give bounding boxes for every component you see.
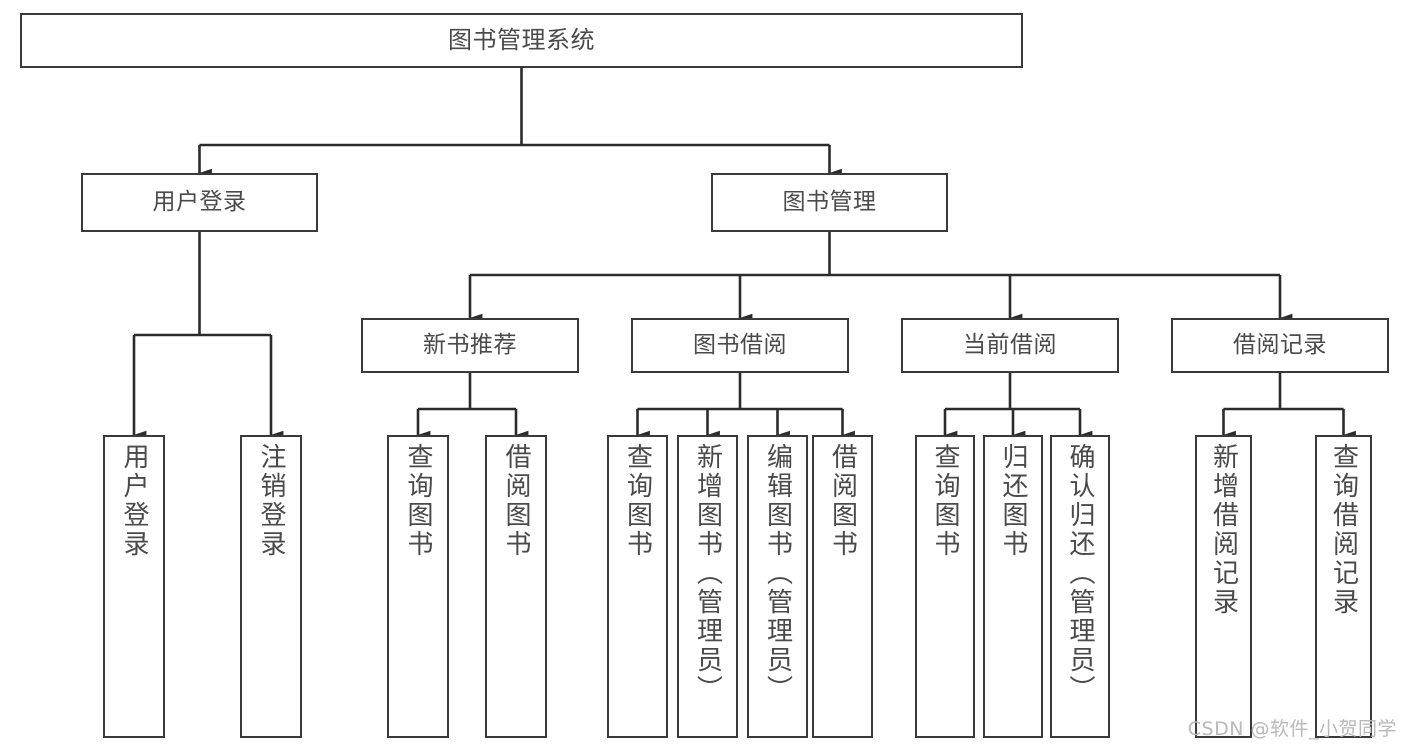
node-leaf-query-book-2[interactable]: 查询图书 <box>607 435 668 738</box>
node-leaf-borrow-book-2-label: 借阅图书 <box>827 443 858 559</box>
node-root-label: 图书管理系统 <box>448 26 595 55</box>
node-leaf-return-book[interactable]: 归还图书 <box>983 435 1043 738</box>
node-leaf-borrow-book-1[interactable]: 借阅图书 <box>485 435 547 738</box>
node-current-borrow[interactable]: 当前借阅 <box>901 318 1119 373</box>
watermark-text: CSDN @软件_小贺同学 <box>1187 718 1397 740</box>
node-book-borrow[interactable]: 图书借阅 <box>631 318 849 373</box>
node-leaf-user-login-label: 用户登录 <box>119 443 149 559</box>
node-user-login-label: 用户登录 <box>152 188 247 215</box>
node-root[interactable]: 图书管理系统 <box>20 13 1023 68</box>
node-user-login[interactable]: 用户登录 <box>81 173 318 232</box>
node-leaf-borrow-book-2[interactable]: 借阅图书 <box>812 435 873 738</box>
node-leaf-user-logout[interactable]: 注销登录 <box>240 435 302 738</box>
node-leaf-user-logout-label: 注销登录 <box>256 443 286 559</box>
node-leaf-query-book-3[interactable]: 查询图书 <box>915 435 975 738</box>
node-leaf-add-book-label: 新增图书（管理员） <box>692 443 723 704</box>
node-leaf-edit-book-label: 编辑图书（管理员） <box>762 443 793 704</box>
node-leaf-borrow-book-1-label: 借阅图书 <box>501 443 531 559</box>
node-new-book-rec-label: 新书推荐 <box>423 331 517 358</box>
node-leaf-add-record-label: 新增借阅记录 <box>1208 443 1239 617</box>
node-book-borrow-label: 图书借阅 <box>693 331 787 358</box>
node-leaf-confirm-return[interactable]: 确认归还（管理员） <box>1050 435 1110 738</box>
node-leaf-add-record[interactable]: 新增借阅记录 <box>1195 435 1252 738</box>
node-leaf-query-book-2-label: 查询图书 <box>622 443 653 559</box>
node-current-borrow-label: 当前借阅 <box>963 331 1057 358</box>
node-leaf-user-login[interactable]: 用户登录 <box>103 435 165 738</box>
node-leaf-query-book-3-label: 查询图书 <box>930 443 960 559</box>
node-book-manage-label: 图书管理 <box>782 188 877 215</box>
node-leaf-query-record[interactable]: 查询借阅记录 <box>1315 435 1372 738</box>
node-new-book-rec[interactable]: 新书推荐 <box>361 318 579 373</box>
node-leaf-query-book-1-label: 查询图书 <box>403 443 433 559</box>
node-leaf-confirm-return-label: 确认归还（管理员） <box>1065 443 1095 704</box>
node-leaf-edit-book[interactable]: 编辑图书（管理员） <box>747 435 808 738</box>
node-leaf-query-record-label: 查询借阅记录 <box>1328 443 1359 617</box>
node-borrow-record-label: 借阅记录 <box>1233 331 1327 358</box>
node-borrow-record[interactable]: 借阅记录 <box>1171 318 1389 373</box>
node-leaf-add-book[interactable]: 新增图书（管理员） <box>677 435 738 738</box>
node-book-manage[interactable]: 图书管理 <box>711 173 948 232</box>
node-leaf-return-book-label: 归还图书 <box>998 443 1028 559</box>
node-leaf-query-book-1[interactable]: 查询图书 <box>387 435 449 738</box>
